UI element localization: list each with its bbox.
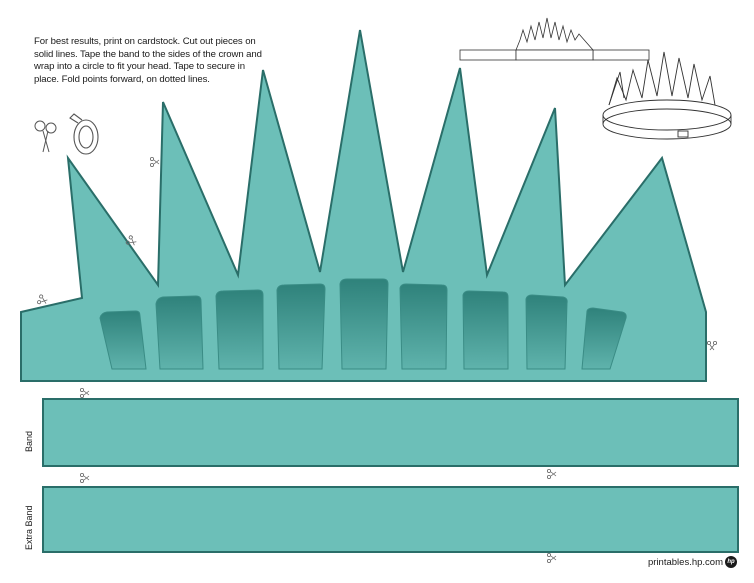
scissors-icon [37,294,48,305]
crown-window [276,283,326,370]
band-label: Band [24,430,34,452]
crown-window [462,290,509,370]
crown-windows [99,278,627,370]
instructions-text: For best results, print on cardstock. Cu… [34,36,262,85]
footer-credit: printables.hp.com [648,557,723,568]
band-strip [42,398,739,467]
scissors-icon [547,553,557,564]
scissors-icon [80,388,90,399]
flat-crown-diagram [459,17,650,61]
extra-band-label: Extra Band [24,505,34,550]
crown-window [99,310,147,370]
assembled-crown-diagram [602,51,732,140]
crown-window [215,289,264,370]
cut-marks [37,157,717,564]
scissors-icon [706,341,717,351]
scissors-icon [34,120,57,153]
tape-roll-icon [69,113,99,155]
crown-window [581,307,627,370]
scissors-icon [80,473,90,484]
extra-band-strip [42,486,739,553]
scissors-icon [547,469,557,480]
crown-window [339,278,389,370]
scissors-icon [125,235,137,246]
crown-window [525,294,568,370]
crown-window [155,295,204,370]
scissors-icon [150,157,160,168]
crown-shape [20,29,707,382]
hp-logo-icon: hp [725,556,737,568]
crown-window [399,283,448,370]
